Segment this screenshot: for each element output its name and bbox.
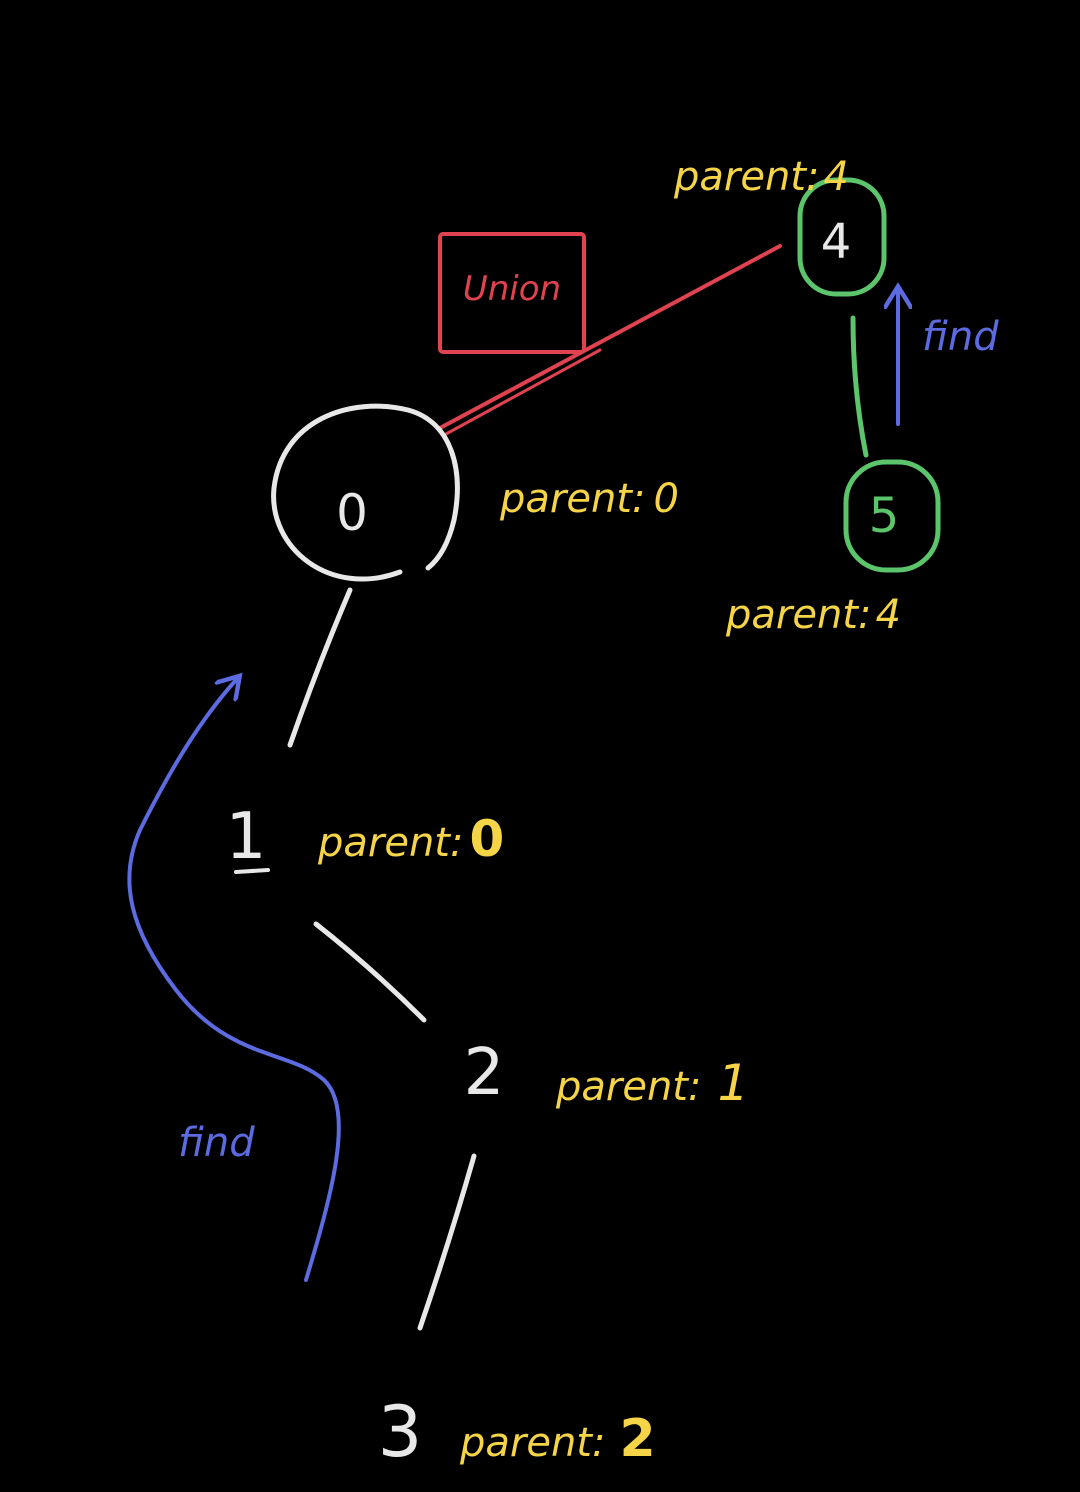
edge-0-1: [287, 587, 353, 748]
label-node-0-prefix: parent:: [499, 476, 645, 522]
union-edge-0-4: [438, 244, 782, 430]
svg-text:parent:2: parent: 2: [459, 1409, 656, 1469]
label-node-3-value: 2: [619, 1409, 655, 1469]
svg-text:parent:4: parent:4: [725, 592, 901, 638]
label-node-1-value: 0: [469, 810, 504, 868]
node-1-underline: [234, 868, 270, 874]
label-node-0-value: 0: [653, 476, 678, 522]
node-0-label: 0: [336, 484, 368, 542]
node-0-circle: [271, 403, 460, 582]
union-box: [438, 232, 586, 354]
label-node-1-prefix: parent:: [317, 820, 463, 866]
node-1-label: 1: [226, 800, 267, 874]
label-node-3: parent: 2: [459, 1409, 656, 1469]
label-node-0: parent:0: [499, 476, 679, 522]
label-node-5-value: 4: [875, 592, 900, 638]
find-arrow-left: [127, 680, 341, 1282]
svg-text:parent:0: parent:0: [499, 476, 679, 522]
svg-text:parent:0: parent:0: [317, 810, 504, 868]
label-node-3-prefix: parent:: [459, 1420, 605, 1466]
node-2-label: 2: [464, 1036, 505, 1110]
union-label: Union: [463, 269, 561, 309]
label-node-2: parent: 1: [555, 1054, 749, 1112]
label-node-4-value: 4: [823, 154, 848, 200]
svg-text:parent:4: parent:4: [673, 154, 849, 200]
find-label-left: find: [178, 1120, 255, 1166]
union-edge-0-4-echo: [444, 348, 602, 436]
node-4-circle: [797, 177, 887, 297]
edge-1-2: [313, 921, 427, 1023]
edge-2-3: [417, 1153, 477, 1331]
label-node-5-prefix: parent:: [725, 592, 871, 638]
label-node-4: parent:4: [673, 154, 849, 200]
label-node-4-prefix: parent:: [673, 154, 819, 200]
node-4-label: 4: [821, 214, 852, 270]
node-3-label: 3: [378, 1391, 423, 1473]
find-label-right: find: [922, 314, 999, 360]
label-node-5: parent:4: [725, 592, 901, 638]
edge-4-5: [850, 315, 869, 458]
node-5-circle: [843, 459, 941, 573]
node-5-label: 5: [869, 488, 900, 544]
label-node-2-prefix: parent:: [555, 1064, 701, 1110]
label-node-2-value: 1: [717, 1054, 749, 1112]
label-node-1: parent:0: [317, 810, 504, 868]
svg-text:parent:1: parent: 1: [555, 1054, 749, 1112]
